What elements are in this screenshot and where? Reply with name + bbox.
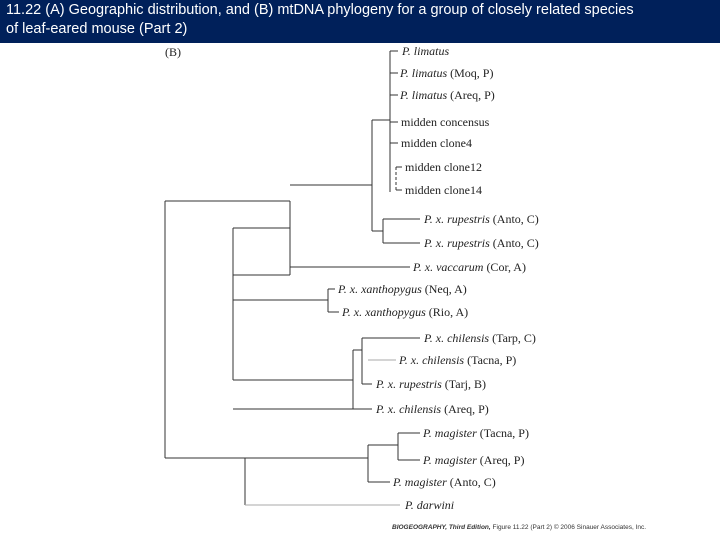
taxon-name: P. x. rupestris (423, 212, 490, 226)
taxon-label: midden concensus (401, 115, 490, 129)
taxon-locality: (Tacna, P) (477, 426, 529, 440)
taxon-label: midden clone14 (405, 183, 482, 197)
taxon-locality: (Anto, C) (490, 212, 539, 226)
taxon-name: P. limatus (399, 88, 447, 102)
taxon-name: P. x. chilensis (375, 402, 441, 416)
taxon-label: P. x. rupestris (Anto, C) (423, 236, 539, 250)
taxon-label: P. magister (Tacna, P) (422, 426, 529, 440)
taxon-label: P. limatus (Areq, P) (399, 88, 495, 102)
taxon-locality: (Areq, P) (447, 88, 495, 102)
taxon-locality: (Moq, P) (447, 66, 493, 80)
taxon-name: P. x. rupestris (375, 377, 442, 391)
taxon-name: P. x. vaccarum (412, 260, 484, 274)
taxon-locality: (Tarj, B) (442, 377, 486, 391)
credit-book: BIOGEOGRAPHY, Third Edition, (392, 524, 491, 531)
slide-title-line-2: of leaf-eared mouse (Part 2) (6, 21, 188, 37)
taxon-locality: midden clone14 (405, 183, 482, 197)
taxon-locality: (Rio, A) (426, 305, 468, 319)
taxon-locality: (Tacna, P) (464, 353, 516, 367)
taxon-label: P. magister (Areq, P) (422, 453, 524, 467)
taxon-label: P. x. chilensis (Tacna, P) (398, 353, 516, 367)
taxon-locality: (Neq, A) (422, 282, 467, 296)
taxon-label: P. darwini (404, 498, 454, 512)
tree-branches (164, 50, 420, 506)
taxon-name: P. x. chilensis (398, 353, 464, 367)
taxon-label: P. x. chilensis (Tarp, C) (423, 331, 536, 345)
taxon-locality: (Anto, C) (490, 236, 539, 250)
taxon-name: P. magister (392, 475, 447, 489)
taxon-label: P. x. rupestris (Tarj, B) (375, 377, 486, 391)
slide-title-line-1: 11.22 (A) Geographic distribution, and (… (6, 2, 634, 18)
panel-label: (B) (165, 45, 181, 59)
taxon-locality: (Areq, P) (477, 453, 525, 467)
taxon-locality: (Areq, P) (441, 402, 489, 416)
taxon-locality: (Tarp, C) (489, 331, 536, 345)
taxon-name: P. x. rupestris (423, 236, 490, 250)
slide-title-bar: 11.22 (A) Geographic distribution, and (… (0, 0, 720, 43)
taxon-name: P. limatus (399, 66, 447, 80)
taxon-name: P. limatus (401, 44, 449, 58)
taxon-label: midden clone12 (405, 160, 482, 174)
taxon-label: P. limatus (Moq, P) (399, 66, 493, 80)
taxon-label: P. limatus (401, 44, 449, 58)
taxon-label: P. x. chilensis (Areq, P) (375, 402, 489, 416)
figure-credit: BIOGEOGRAPHY, Third Edition, Figure 11.2… (392, 524, 646, 531)
taxon-name: P. darwini (404, 498, 454, 512)
taxon-name: P. x. xanthopygus (337, 282, 422, 296)
taxon-label: P. x. vaccarum (Cor, A) (412, 260, 526, 274)
taxon-locality: midden clone4 (401, 136, 472, 150)
taxon-label: P. magister (Anto, C) (392, 475, 496, 489)
taxon-label: P. x. rupestris (Anto, C) (423, 212, 539, 226)
taxon-name: P. x. xanthopygus (341, 305, 426, 319)
taxon-locality: (Cor, A) (483, 260, 526, 274)
taxon-label: P. x. xanthopygus (Rio, A) (341, 305, 468, 319)
taxon-locality: (Anto, C) (447, 475, 496, 489)
taxon-name: P. x. chilensis (423, 331, 489, 345)
taxon-label: P. x. xanthopygus (Neq, A) (337, 282, 467, 296)
taxon-name: P. magister (422, 426, 477, 440)
credit-figure: Figure 11.22 (Part 2) (490, 524, 553, 531)
taxon-label: midden clone4 (401, 136, 472, 150)
taxon-name: P. magister (422, 453, 477, 467)
credit-publisher: © 2006 Sinauer Associates, Inc. (552, 524, 647, 531)
taxon-locality: midden clone12 (405, 160, 482, 174)
taxon-locality: midden concensus (401, 115, 490, 129)
